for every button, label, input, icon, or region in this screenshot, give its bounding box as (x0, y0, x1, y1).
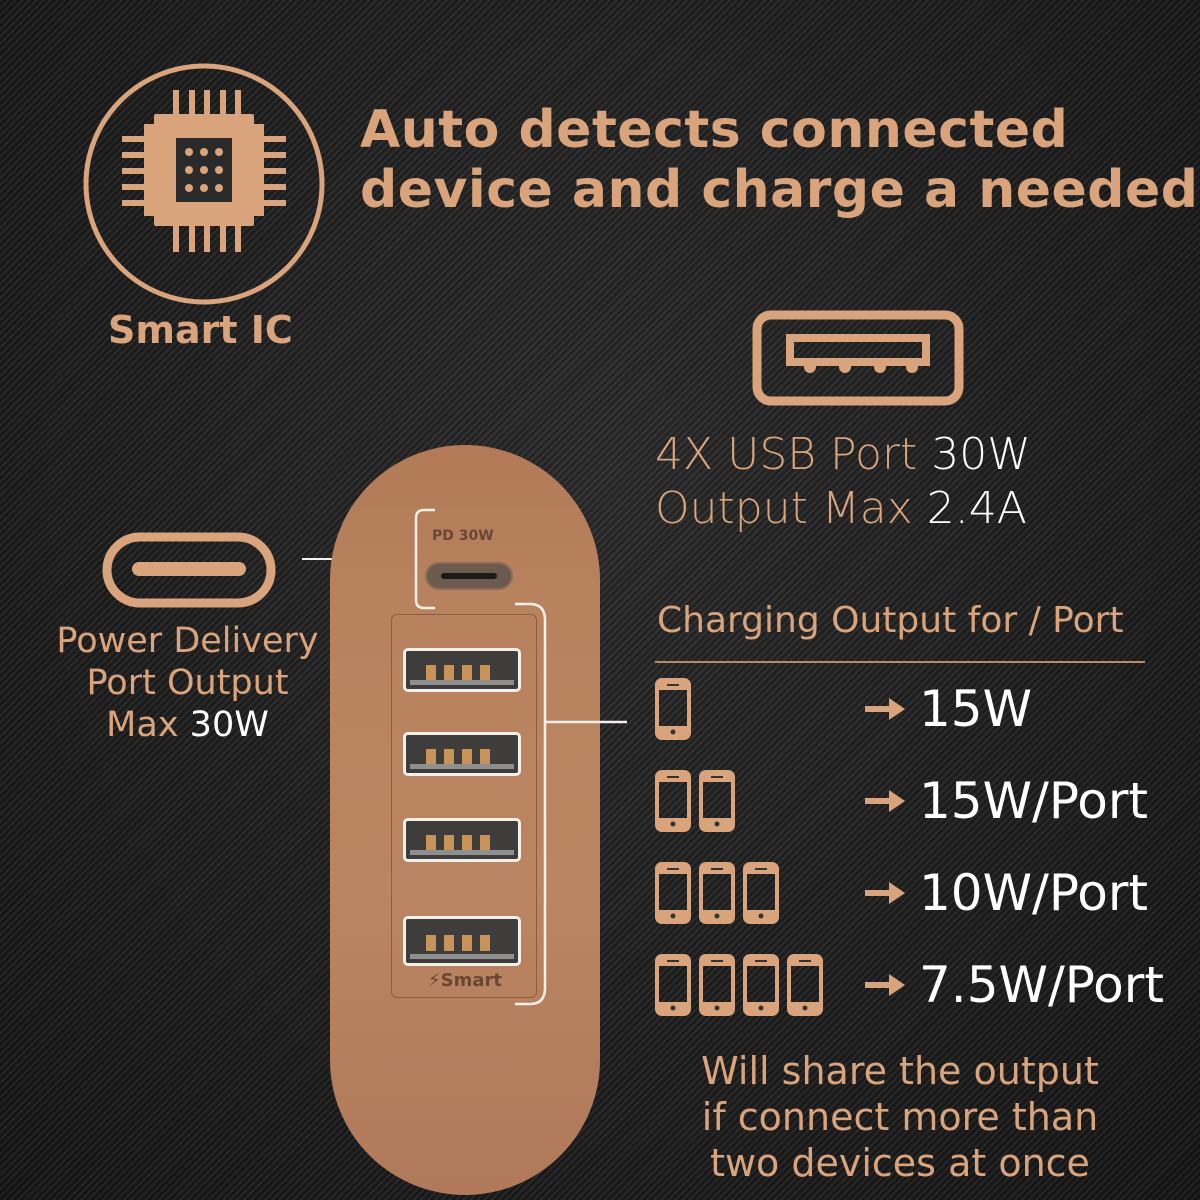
smart-port-label: ⚡Smart (428, 970, 502, 991)
arrow-right-icon (865, 698, 905, 720)
phone-icons (655, 678, 865, 740)
smart-ic-badge (82, 62, 326, 306)
microchip-icon (83, 63, 325, 305)
phone-icon (655, 954, 691, 1016)
pd-spec: Power Delivery Port Output Max 30W (40, 620, 335, 746)
usb-a-spec: 4X USB Port 30W Output Max 2.4A (655, 428, 1031, 536)
usb-a-badge (752, 310, 964, 410)
usb-port-panel (391, 614, 537, 998)
usb-c-port (425, 562, 513, 590)
phone-icon (655, 678, 691, 740)
arrow-right-icon (865, 790, 905, 812)
output-row-1: 15W (655, 674, 1032, 744)
phone-icon (699, 770, 735, 832)
usb-a-port-smart (403, 916, 521, 966)
phone-icons (655, 770, 865, 832)
output-current-value: 2.4A (926, 483, 1027, 534)
note-line-1: Will share the output (701, 1049, 1099, 1093)
note-line-3: two devices at once (710, 1141, 1090, 1185)
phone-icons (655, 862, 865, 924)
note-line-2: if connect more than (701, 1095, 1099, 1139)
headline-line-2: device and charge a needed (360, 160, 1199, 220)
pd-line-2: Port Output (86, 663, 289, 703)
headline: Auto detects connected device and charge… (360, 100, 1198, 220)
sharing-note: Will share the output if connect more th… (690, 1048, 1110, 1186)
lightning-icon: ⚡ (428, 970, 441, 991)
usb-a-port-3 (403, 818, 521, 862)
headline-line-1: Auto detects connected (360, 100, 1069, 160)
output-value: 7.5W/Port (919, 956, 1164, 1014)
phone-icon (699, 954, 735, 1016)
phone-icon (743, 954, 779, 1016)
usb-c-port-icon (102, 532, 276, 608)
pd-line-1: Power Delivery (56, 621, 319, 661)
pd-bracket (414, 508, 435, 610)
output-row-2: 15W/Port (655, 766, 1148, 836)
pd-port-label: PD 30W (432, 528, 494, 544)
output-value: 10W/Port (919, 864, 1149, 922)
title-divider (655, 661, 1145, 663)
phone-icons (655, 954, 865, 1016)
usb-count-label: 4X USB Port (655, 429, 918, 480)
usb-power-value: 30W (931, 429, 1031, 480)
pd-max-value: 30W (189, 705, 269, 745)
phone-icon (699, 862, 735, 924)
usb-a-port-icon (752, 310, 964, 406)
output-value: 15W/Port (919, 772, 1149, 830)
usb-a-port-1 (403, 648, 521, 692)
smart-ic-label: Smart IC (108, 308, 293, 352)
phone-icon (655, 862, 691, 924)
phone-icon (787, 954, 823, 1016)
arrow-right-icon (865, 974, 905, 996)
usb-bracket (515, 602, 627, 1006)
output-value: 15W (919, 680, 1033, 738)
output-row-3: 10W/Port (655, 858, 1148, 928)
phone-icon (655, 770, 691, 832)
pd-max-label: Max (106, 705, 179, 745)
phone-icon (743, 862, 779, 924)
output-row-4: 7.5W/Port (655, 950, 1164, 1020)
output-max-label: Output Max (655, 483, 913, 534)
usb-c-badge (102, 532, 276, 614)
arrow-right-icon (865, 882, 905, 904)
output-table-title: Charging Output for / Port (657, 600, 1124, 641)
usb-a-port-2 (403, 732, 521, 776)
